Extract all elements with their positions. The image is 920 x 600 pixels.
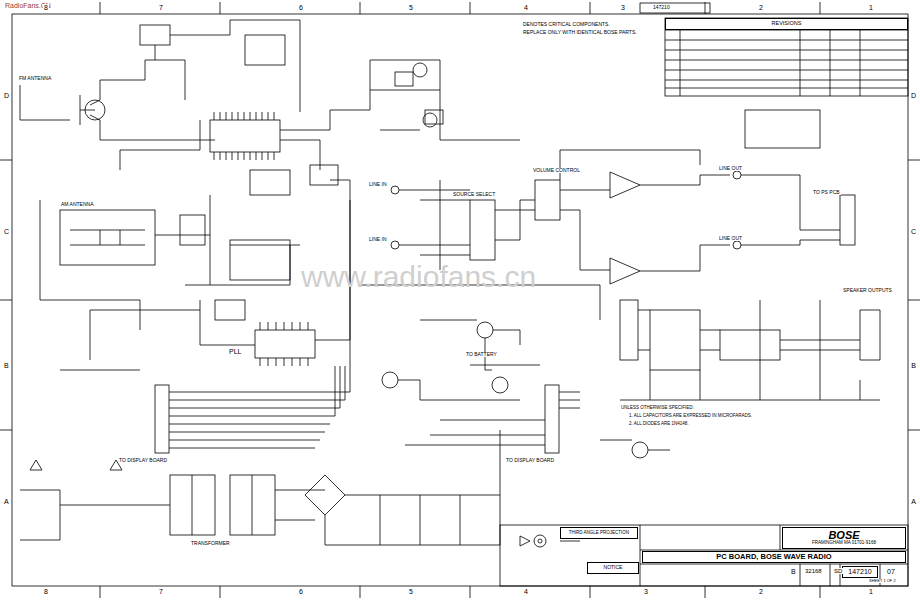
schematic-label: 8 (43, 588, 49, 595)
box-text: BOSE (828, 530, 859, 542)
schematic-label: A (3, 498, 10, 505)
schematic-label: PLL (228, 348, 242, 355)
schematic-label: 4 (523, 4, 529, 11)
schematic-label: REPLACE ONLY WITH IDENTICAL BOSE PARTS. (522, 30, 638, 35)
schematic-label: TRANSFORMER (190, 541, 231, 546)
title-block (500, 525, 908, 586)
schematic-label: D (910, 92, 917, 99)
tuner-ic (210, 60, 400, 195)
schematic-label: DENOTES CRITICAL COMPONENTS. (522, 22, 611, 27)
schematic-label: SD (833, 568, 843, 574)
watermark: www.radiofans.cn (300, 262, 537, 292)
schematic-label: FM ANTENNA (18, 76, 52, 81)
schematic-label: 7 (158, 4, 164, 11)
schematic-label: LINE IN (368, 182, 388, 187)
display-connector-left (155, 200, 350, 453)
schematic-label: 2 (758, 4, 764, 11)
box-text: 147210 (848, 568, 871, 575)
drawing-number-box: 147210 (842, 566, 878, 578)
projection-box: THIRD ANGLE PROJECTION (560, 527, 638, 539)
schematic-label: TO PS PCB (812, 190, 841, 195)
schematic-label: TO BATTERY (465, 352, 498, 357)
schematic-label: AM ANTENNA (60, 202, 95, 207)
schematic-label: C (910, 228, 917, 235)
schematic-label: D (3, 92, 10, 99)
box-text: NOTICE (604, 565, 623, 570)
schematic-label: TO DISPLAY BOARD (505, 458, 555, 463)
schematic-label: 2. ALL DIODES ARE 1N4148. (628, 422, 690, 427)
schematic-label: 2 (758, 588, 764, 595)
fm-section (20, 20, 300, 170)
frame (12, 14, 908, 586)
schematic-label: B (3, 362, 10, 369)
stamp-box (745, 110, 820, 148)
schematic-label: 5 (408, 4, 414, 11)
power-supply (20, 430, 500, 545)
amplifier-section (620, 300, 880, 400)
logo-box: BOSEFRAMINGHAM MA 01701-9168 (782, 527, 906, 549)
schematic-label: A (910, 498, 917, 505)
schematic-label: 1 (868, 4, 874, 11)
schematic-label: SOURCE SELECT (452, 192, 496, 197)
schematic-label: 3 (643, 588, 649, 595)
title-box: PC BOARD, BOSE WAVE RADIO (642, 551, 906, 563)
schematic-label: SPEAKER OUTPUTS (842, 288, 893, 293)
schematic-label: 3 (620, 4, 626, 11)
schematic-label: 32168 (804, 568, 823, 574)
schematic-label: 07 (886, 568, 896, 575)
schematic-label: B (910, 362, 917, 369)
schematic-label: B (790, 568, 797, 575)
box-text: REVISIONS (772, 21, 802, 27)
schematic-label: LINE OUT (718, 166, 743, 171)
schematic-label: C (3, 228, 10, 235)
schematic-label: 6 (298, 588, 304, 595)
schematic-label: 1 (868, 588, 874, 595)
schematic-label: 6 (298, 4, 304, 11)
notice-box: NOTICE (587, 562, 639, 574)
schematic-label: 4 (523, 588, 529, 595)
schematic-label: 147210 (652, 5, 671, 10)
schematic-label: 5 (408, 588, 414, 595)
schematic-label: UNLESS OTHERWISE SPECIFIED: (620, 406, 695, 411)
schematic-label: VOLUME CONTROL (532, 168, 581, 173)
box-text: THIRD ANGLE PROJECTION (569, 531, 629, 536)
schematic-label: LINE OUT (718, 236, 743, 241)
box-text: FRAMINGHAM MA 01701-9168 (812, 541, 876, 546)
revisions-header: REVISIONS (665, 18, 908, 30)
schematic-label: 8 (43, 4, 49, 11)
box-text: PC BOARD, BOSE WAVE RADIO (716, 553, 831, 561)
revision-table (640, 3, 908, 96)
schematic-label: SHEET 1 OF 2 (868, 579, 897, 583)
transistor-section (382, 320, 670, 458)
line-in-section (360, 150, 855, 320)
schematic-label: LINE IN (368, 237, 388, 242)
schematic-label: 1. ALL CAPACITORS ARE EXPRESSED IN MICRO… (628, 414, 753, 419)
schematic-label: 7 (158, 588, 164, 595)
right-control (370, 60, 520, 140)
schematic-label: TO DISPLAY BOARD (118, 458, 168, 463)
